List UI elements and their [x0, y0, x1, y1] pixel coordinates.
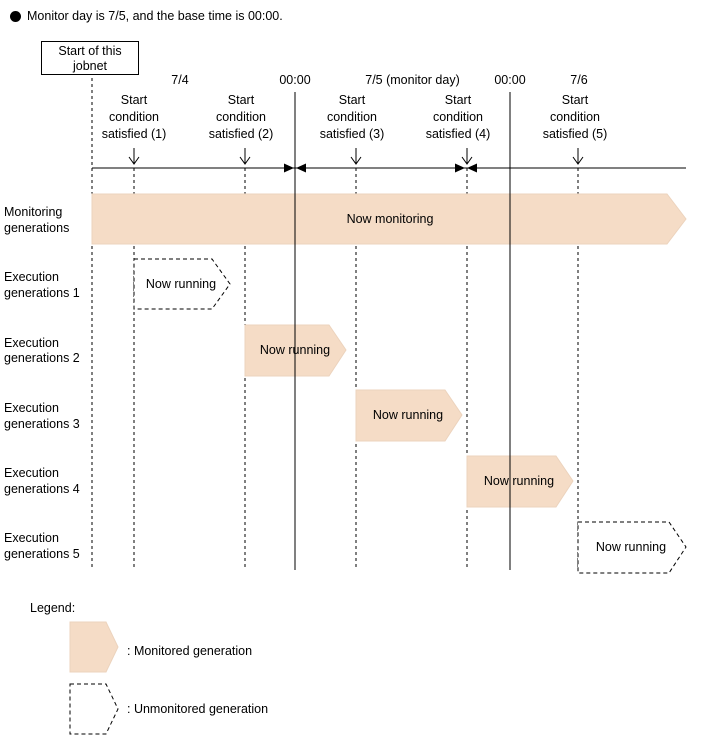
condition-5-line2: condition	[549, 110, 601, 124]
condition-4-line3: satisfied (4)	[425, 127, 491, 141]
condition-arrow-2	[239, 148, 251, 165]
bullet-icon	[10, 11, 21, 22]
monitoring-bar-text: Now monitoring	[346, 212, 434, 226]
condition-arrow-5	[572, 148, 584, 165]
condition-1-line2: condition	[108, 110, 160, 124]
condition-5-line1: Start	[561, 93, 589, 107]
execution-bar-5-text: Now running	[595, 540, 667, 554]
row-label-exec2-1: Execution	[4, 336, 59, 350]
execution-bar-3-text: Now running	[372, 408, 444, 422]
row-label-exec2-2: generations 2	[4, 351, 80, 365]
execution-bar-5	[577, 521, 687, 574]
row-label-exec3-2: generations 3	[4, 417, 80, 431]
row-label-exec4-2: generations 4	[4, 482, 80, 496]
row-label-exec5-1: Execution	[4, 531, 59, 545]
legend-monitored-label: : Monitored generation	[127, 644, 253, 658]
legend-unmonitored-label: : Unmonitored generation	[127, 702, 269, 716]
condition-arrow-3	[350, 148, 362, 165]
date-label-7-6: 7/6	[570, 73, 588, 87]
condition-1-line3: satisfied (1)	[101, 127, 167, 141]
execution-bar-1-text: Now running	[145, 277, 217, 291]
row-label-exec1-2: generations 1	[4, 286, 80, 300]
condition-4-line2: condition	[432, 110, 484, 124]
execution-bar-4	[466, 455, 574, 508]
legend-unmonitored-swatch	[69, 683, 119, 735]
condition-arrow-1	[128, 148, 140, 165]
jobnet-start-box: Start of this jobnet	[41, 41, 139, 75]
condition-5-line3: satisfied (5)	[542, 127, 608, 141]
execution-bar-4-text: Now running	[483, 474, 555, 488]
monitoring-bar	[91, 193, 687, 245]
date-label-7-5: 7/5 (monitor day)	[365, 73, 460, 87]
row-label-monitoring-1: Monitoring	[4, 205, 63, 219]
condition-3-line3: satisfied (3)	[319, 127, 385, 141]
axis-arrowhead-3	[455, 163, 465, 173]
condition-2-line2: condition	[215, 110, 267, 124]
row-label-monitoring-2: generations	[4, 221, 70, 235]
execution-bar-3	[355, 389, 463, 442]
row-label-exec1-1: Execution	[4, 270, 59, 284]
axis-arrowhead-2	[296, 163, 306, 173]
row-label-exec3-1: Execution	[4, 401, 59, 415]
execution-bar-2-text: Now running	[259, 343, 331, 357]
legend-title: Legend:	[30, 601, 76, 615]
condition-2-line1: Start	[227, 93, 255, 107]
execution-bar-1	[133, 258, 231, 310]
row-label-exec4-1: Execution	[4, 466, 59, 480]
condition-1-line1: Start	[120, 93, 148, 107]
axis-arrowhead-4	[467, 163, 477, 173]
condition-2-line3: satisfied (2)	[208, 127, 274, 141]
condition-3-line1: Start	[338, 93, 366, 107]
midnight-label-1: 00:00	[279, 73, 311, 87]
date-label-7-4: 7/4	[171, 73, 189, 87]
condition-arrow-4	[461, 148, 473, 165]
midnight-label-2: 00:00	[494, 73, 526, 87]
jobnet-start-line2: jobnet	[72, 59, 108, 73]
row-label-exec5-2: generations 5	[4, 547, 80, 561]
condition-3-line2: condition	[326, 110, 378, 124]
jobnet-start-line1: Start of this	[58, 44, 122, 58]
legend-monitored-swatch	[69, 621, 119, 673]
header-note-text: Monitor day is 7/5, and the base time is…	[27, 9, 283, 23]
condition-4-line1: Start	[444, 93, 472, 107]
axis-arrowhead-1	[284, 163, 294, 173]
